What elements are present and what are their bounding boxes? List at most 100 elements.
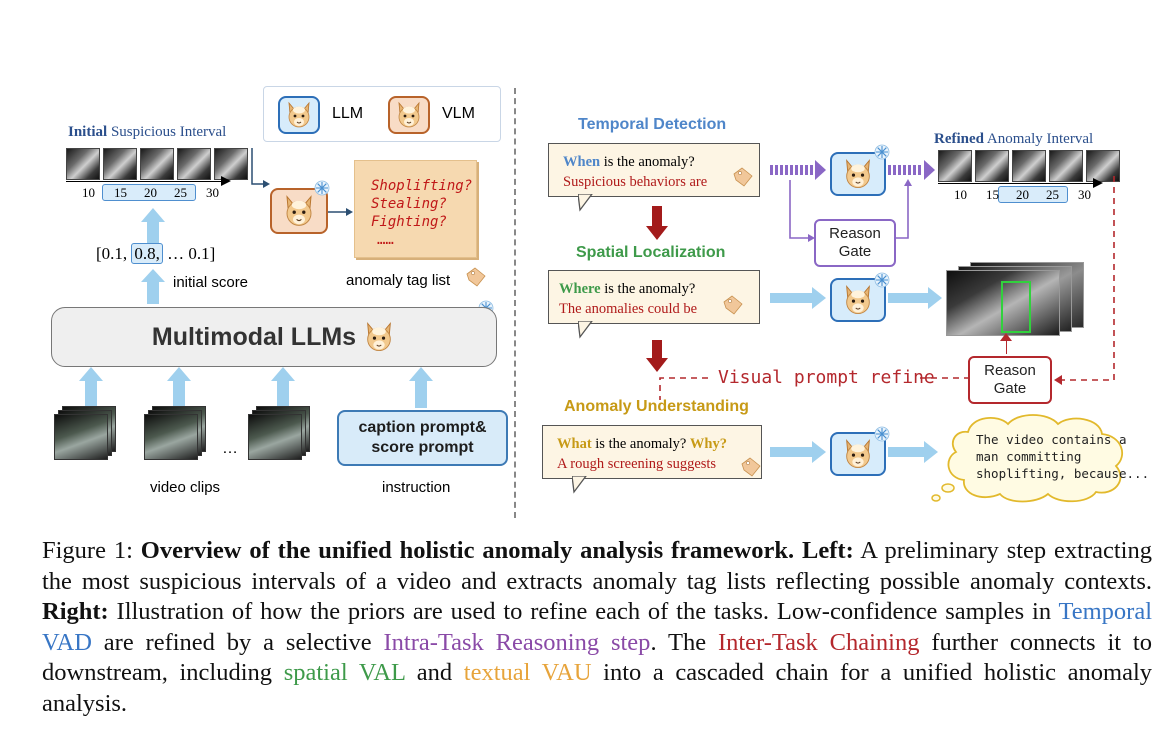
initial-score-label: initial score — [173, 274, 249, 291]
tag-item: Shoplifting? — [371, 178, 473, 194]
output-text: The video contains a man committing shop… — [976, 431, 1149, 482]
intra-task-term: Intra-Task Reasoning step — [383, 628, 651, 656]
anomaly-understanding-title: Anomaly Understanding — [564, 398, 749, 415]
figure-caption: Figure 1: Overview of the unified holist… — [42, 536, 1152, 719]
bubble-tail — [572, 476, 587, 494]
llm-model-icon — [830, 152, 886, 196]
up-arrow-icon — [271, 367, 295, 406]
question-word: Where — [559, 281, 601, 297]
question-rest: is the anomaly? — [600, 281, 696, 297]
figure-label: Figure 1: — [42, 537, 141, 564]
visual-prompt-refine-label: Visual prompt refine — [718, 367, 935, 388]
gate-line: Reason — [829, 225, 881, 242]
spatial-question-bubble: Where is the anomaly? The anomalies coul… — [548, 270, 760, 324]
question-word: What — [557, 436, 592, 452]
right-arrow-icon — [888, 441, 938, 463]
question-rest: is the anomaly? — [600, 154, 695, 170]
reason-gate-path — [789, 179, 912, 242]
question-why: Why? — [689, 436, 727, 452]
gate-line: Gate — [838, 243, 872, 260]
tick-label: 15 — [114, 185, 127, 200]
tick-label: 20 — [144, 185, 157, 200]
tick-label: 15 — [986, 187, 999, 202]
right-arrow-icon — [770, 287, 826, 309]
refined-title-bold: Refined — [934, 131, 984, 147]
caption-left-heading: Left: — [794, 537, 854, 564]
spatial-question: Where is the anomaly? — [559, 281, 695, 298]
down-arrow-icon — [646, 340, 668, 372]
caption-right-heading: Right: — [42, 598, 109, 625]
anomaly-tag-note: Shoplifting? Stealing? Fighting? …… — [354, 160, 477, 258]
caption-text: are refined by a selective — [91, 628, 384, 656]
llm-legend-icon — [278, 96, 320, 134]
frozen-snowflake-icon — [314, 180, 330, 196]
video-clip-thumbnail — [248, 406, 310, 460]
multimodal-llms-title: Multimodal LLMs — [151, 322, 357, 351]
initial-interval-title-bold: Initial — [68, 124, 108, 140]
frame-thumbnail — [1012, 150, 1046, 182]
reason-gate-visual: Reason Gate — [968, 356, 1052, 404]
caption-text: . The — [650, 628, 718, 656]
tick-label: 30 — [1078, 187, 1091, 202]
llm-legend-label: LLM — [332, 105, 364, 122]
tag-item: Stealing? — [371, 196, 447, 212]
tag-icon — [466, 267, 486, 287]
refined-interval-title: Refined Anomaly Interval — [934, 131, 1093, 148]
clips-ellipsis: … — [222, 440, 238, 457]
llm-model-icon — [830, 278, 886, 322]
output-line: The video contains a — [976, 432, 1127, 447]
up-arrow-icon — [79, 367, 103, 406]
frame-thumbnail — [1049, 150, 1083, 182]
initial-interval-title: Initial Suspicious Interval — [68, 124, 226, 141]
temporal-question-bubble: When is the anomaly? Suspicious behavior… — [548, 143, 760, 197]
caption-title: Overview of the unified holistic anomaly… — [140, 537, 795, 564]
down-arrow-icon — [646, 206, 668, 240]
interval-highlight — [998, 186, 1068, 203]
right-arrow-icon — [770, 441, 826, 463]
prompt-line: caption prompt& — [358, 419, 487, 436]
bubble-tail — [578, 321, 593, 339]
score-prefix: [0.1, — [96, 244, 128, 263]
caption-text: further connects it to downstream, inclu… — [42, 628, 1152, 687]
gate-line: Gate — [993, 380, 1027, 397]
question-rest: is the anomaly? — [591, 436, 690, 452]
frame-thumbnail — [140, 148, 174, 180]
frame-thumbnail — [103, 148, 137, 180]
tick-label: 10 — [954, 187, 967, 202]
temporal-detection-title: Temporal Detection — [578, 116, 727, 133]
frame-thumbnail — [177, 148, 211, 180]
understanding-question: What is the anomaly? Why? — [557, 436, 727, 453]
output-line: man committing — [976, 449, 1082, 464]
vlm-model-icon — [270, 188, 328, 234]
axis-line — [938, 183, 1098, 184]
refined-interval-axis: 10 15 20 25 30 — [938, 178, 1108, 206]
understanding-question-bubble: What is the anomaly? Why? A rough screen… — [542, 425, 762, 479]
spatial-val-term: spatial VAL — [283, 659, 406, 686]
temporal-question: When is the anomaly? — [563, 154, 695, 171]
instruction-prompt-box: caption prompt& score prompt — [337, 410, 508, 466]
video-clip-thumbnail — [144, 406, 206, 460]
vlm-legend-icon — [388, 96, 430, 134]
tick-label: 25 — [1046, 187, 1059, 202]
textual-vau-term: textual VAU — [463, 659, 592, 686]
tick-label: 25 — [174, 185, 187, 200]
spatial-answer: The anomalies could be — [559, 301, 698, 317]
video-clip-thumbnail — [54, 406, 116, 460]
gate-line: Reason — [984, 362, 1036, 379]
up-arrow-icon — [167, 367, 191, 406]
score-suffix: … 0.1] — [167, 244, 216, 263]
initial-score-values: [0.1, 0.8, … 0.1] — [96, 243, 216, 264]
tick-label: 20 — [1016, 187, 1029, 202]
initial-interval-frames — [66, 148, 248, 180]
panel-divider — [514, 88, 516, 518]
caption-text: and — [405, 659, 464, 686]
initial-interval-title-rest: Suspicious Interval — [107, 124, 227, 140]
axis-line — [66, 181, 226, 182]
caption-text: Illustration of how the priors are used … — [108, 598, 1059, 625]
reasoning-arrow-icon — [770, 160, 826, 180]
up-arrow-icon — [141, 269, 165, 304]
question-word: When — [563, 154, 601, 170]
caption-text: A preliminary step extracting the most s… — [42, 537, 1152, 595]
reasoning-arrow-icon — [888, 160, 935, 180]
instruction-label: instruction — [382, 479, 451, 496]
